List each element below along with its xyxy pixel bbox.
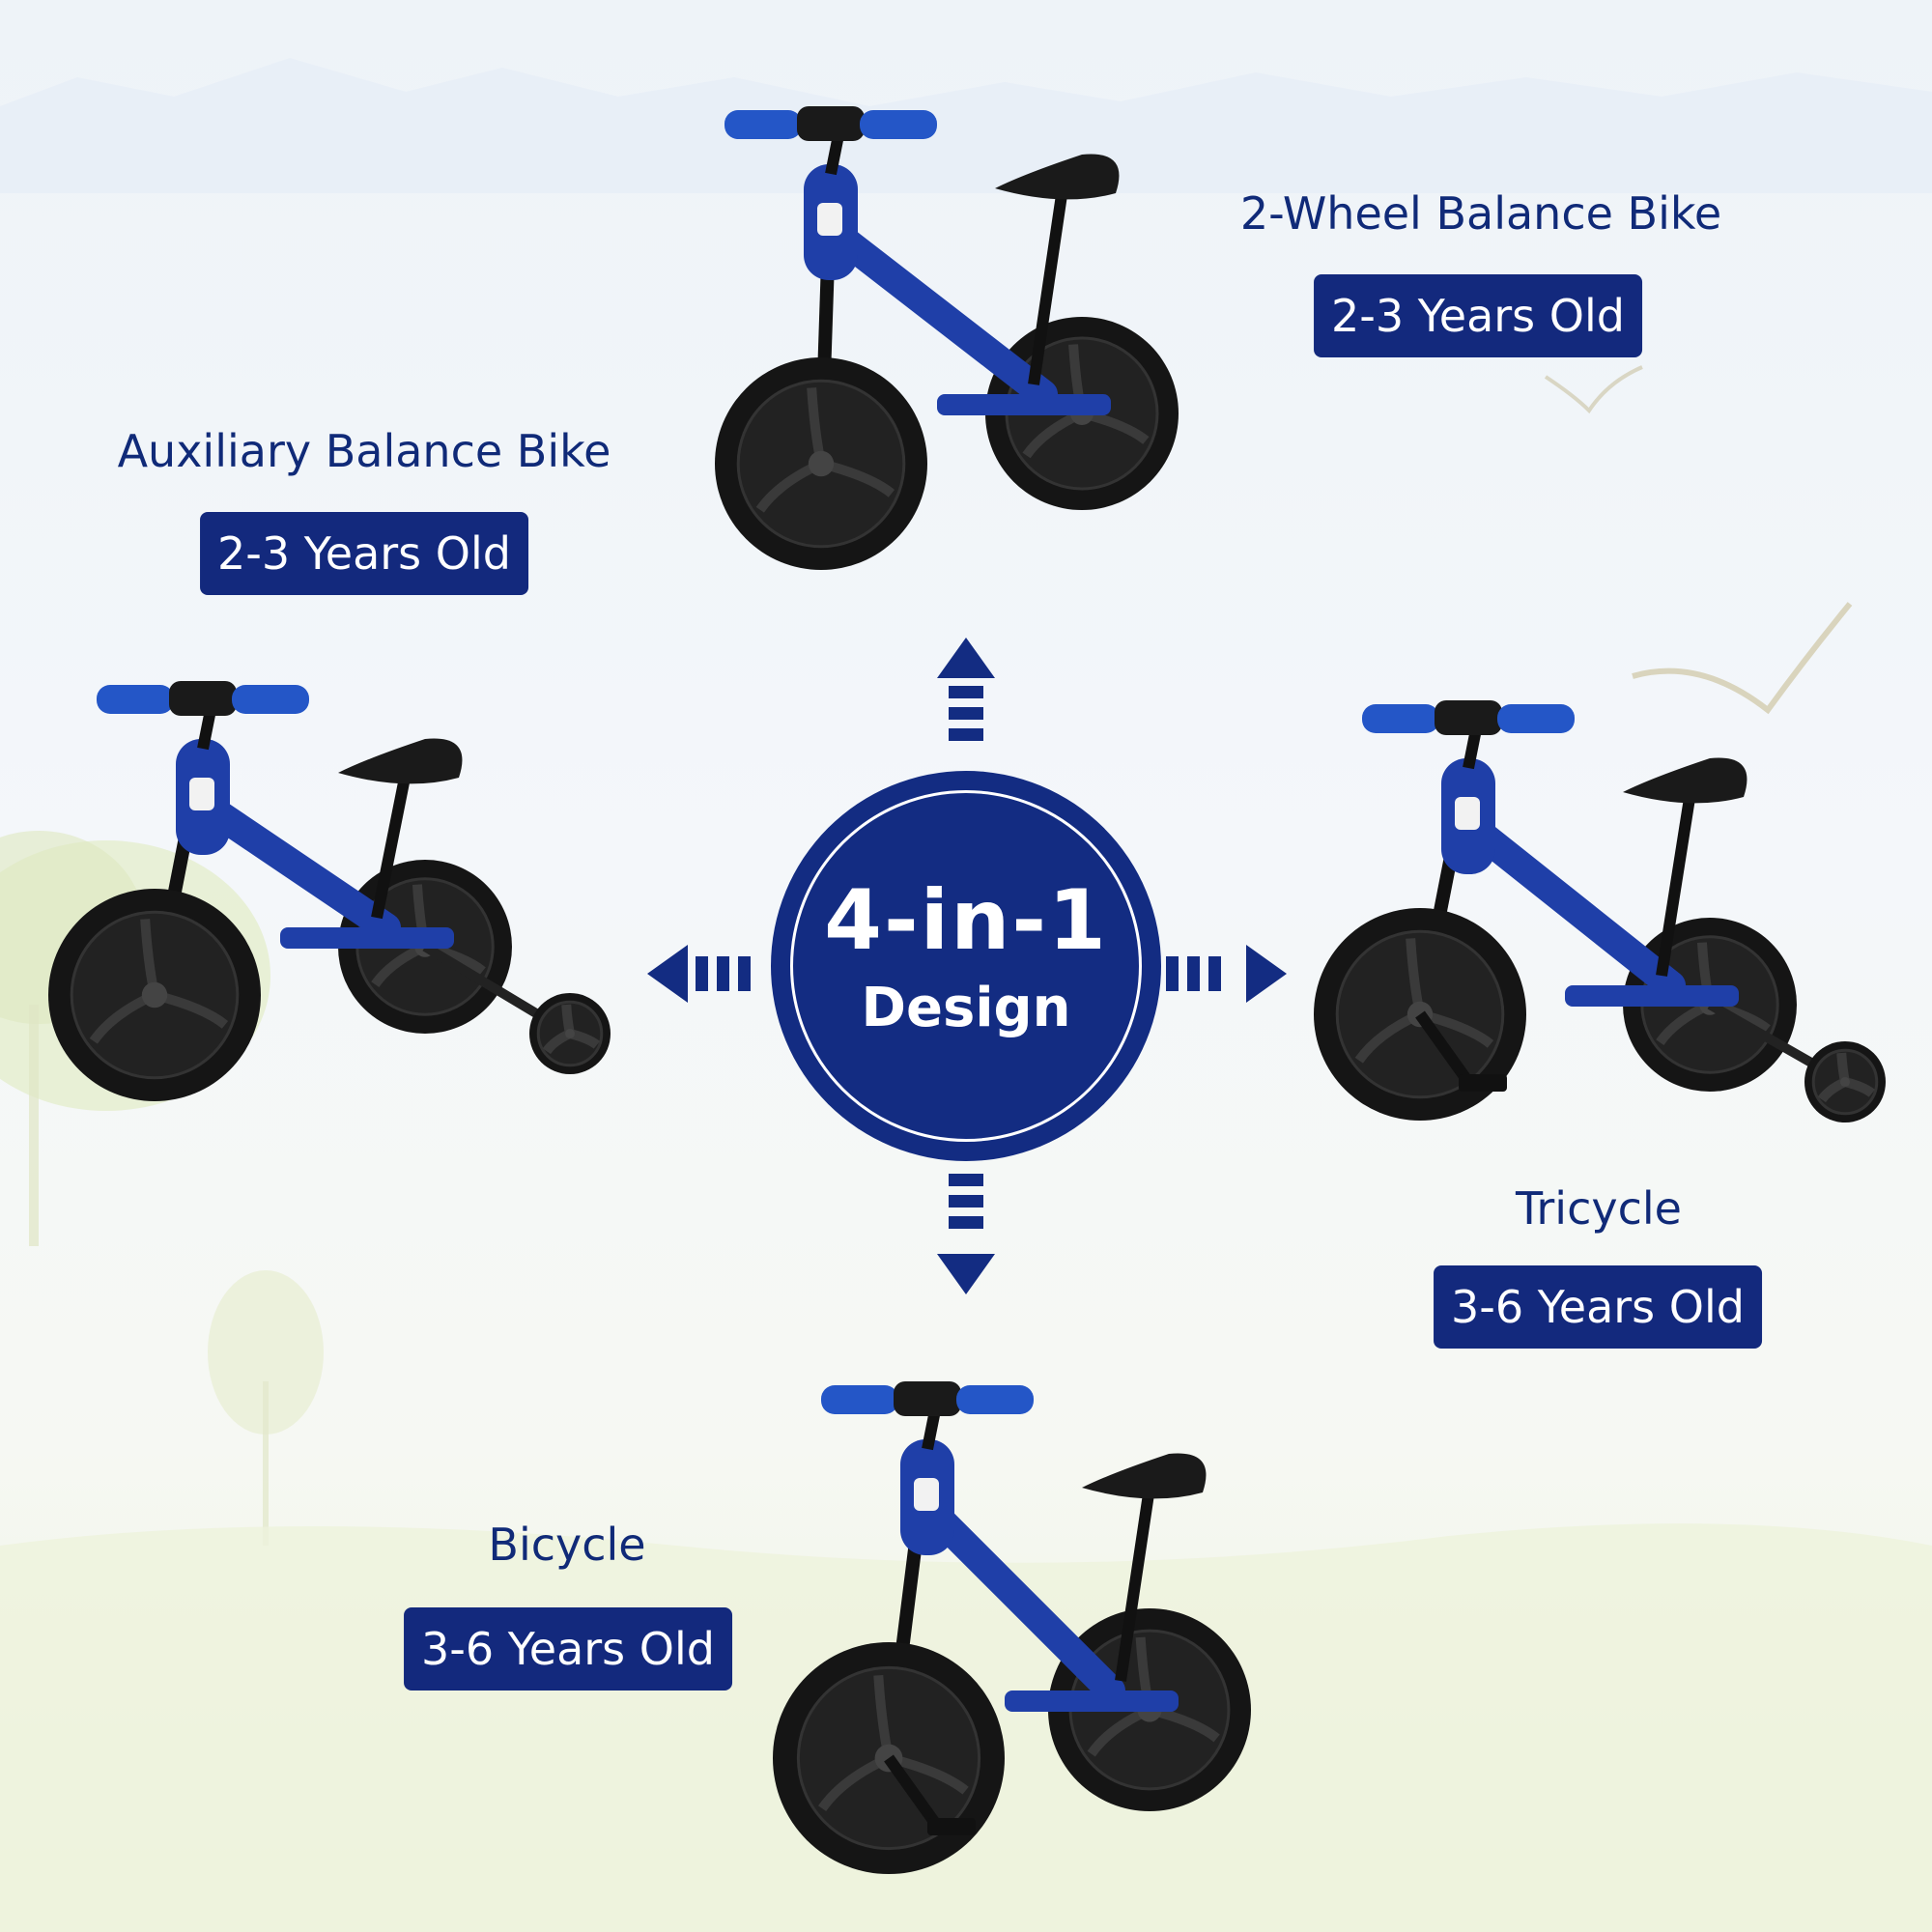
- bike-auxiliary-balance-image: [48, 681, 611, 1101]
- footboard: [1005, 1690, 1179, 1712]
- grip-right: [860, 110, 937, 139]
- grip-right: [1497, 704, 1575, 733]
- seat-post: [1028, 187, 1068, 385]
- arrow-left-icon: [647, 945, 751, 1003]
- age-badge-tricycle: 3-6 Years Old: [1434, 1265, 1762, 1349]
- grip-left: [1362, 704, 1439, 733]
- axle: [808, 450, 835, 477]
- age-badge-auxiliary: 2-3 Years Old: [200, 512, 528, 595]
- seat: [1082, 1453, 1207, 1499]
- grip-right: [232, 685, 309, 714]
- mode-title-tricycle: Tricycle: [1516, 1182, 1682, 1235]
- axle: [1839, 1076, 1851, 1088]
- arrow-up-icon: [937, 638, 995, 741]
- arrow-down-icon: [937, 1174, 995, 1294]
- axle: [564, 1028, 576, 1039]
- pedal: [1459, 1074, 1507, 1092]
- grip-left: [724, 110, 802, 139]
- seat: [1623, 757, 1747, 804]
- handlebar-center: [894, 1381, 961, 1416]
- handlebar-center: [797, 106, 865, 141]
- center-ring: [790, 790, 1142, 1142]
- age-badge-2wheel: 2-3 Years Old: [1314, 274, 1642, 357]
- head-badge: [1455, 797, 1480, 830]
- center-title: 4-in-1: [824, 872, 1108, 969]
- grip-left: [821, 1385, 898, 1414]
- seat-post: [371, 771, 412, 920]
- center-subtitle: Design: [861, 977, 1071, 1039]
- seat-post: [1656, 791, 1696, 977]
- tricycle-image: [1314, 700, 1886, 1122]
- footboard: [1565, 985, 1739, 1007]
- seat: [338, 738, 463, 784]
- head-badge: [189, 778, 214, 810]
- frame-tube: [807, 208, 1058, 409]
- arrow-right-icon: [1166, 945, 1287, 1003]
- bicycle-image: [773, 1381, 1251, 1874]
- footboard: [280, 927, 454, 949]
- seat-post: [1115, 1487, 1155, 1682]
- handlebar-center: [169, 681, 237, 716]
- grip-right: [956, 1385, 1034, 1414]
- handlebar-center: [1435, 700, 1502, 735]
- crank: [1415, 1010, 1473, 1086]
- center-badge: 4-in-1 Design: [771, 771, 1161, 1161]
- bike-2wheel-balance-image: [715, 106, 1179, 570]
- crank: [884, 1754, 942, 1830]
- mode-title-auxiliary: Auxiliary Balance Bike: [117, 425, 611, 477]
- axle: [141, 981, 168, 1009]
- age-badge-bicycle: 3-6 Years Old: [404, 1607, 732, 1690]
- mode-title-2wheel: 2-Wheel Balance Bike: [1239, 187, 1722, 240]
- mode-title-bicycle: Bicycle: [488, 1519, 646, 1571]
- seat: [995, 154, 1120, 200]
- grip-left: [97, 685, 174, 714]
- pedal: [927, 1818, 976, 1835]
- head-badge: [817, 203, 842, 236]
- footboard: [937, 394, 1111, 415]
- head-badge: [914, 1478, 939, 1511]
